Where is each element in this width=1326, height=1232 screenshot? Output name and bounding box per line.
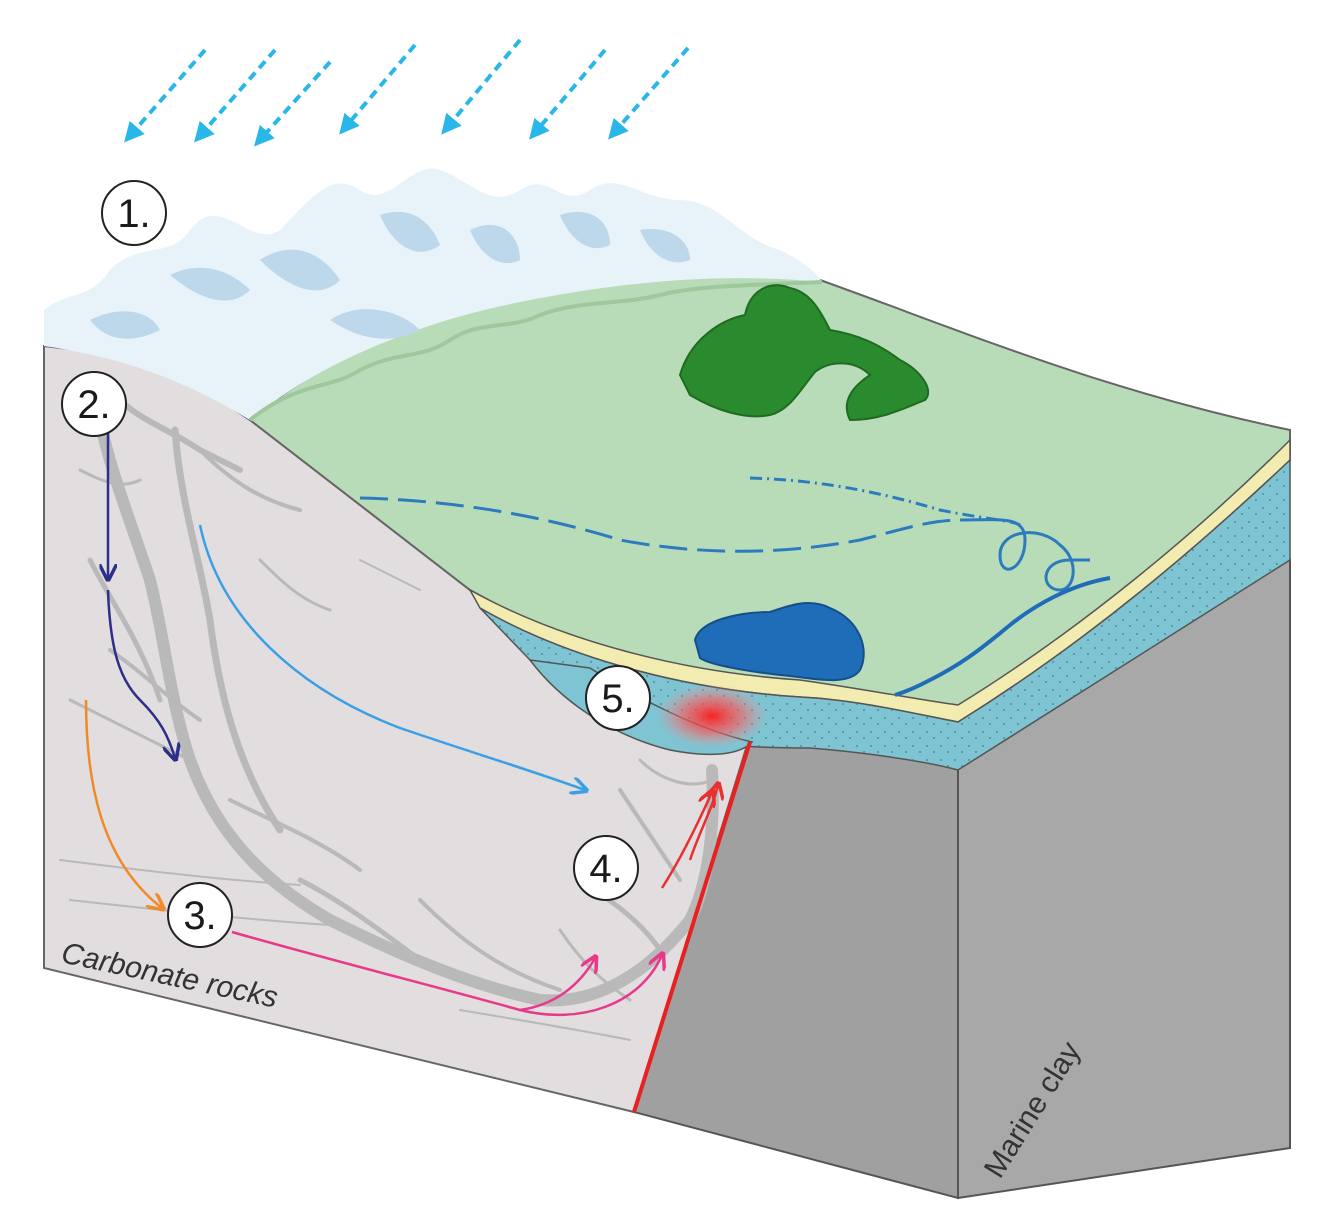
infiltration-arrow-b (106, 589, 175, 758)
river-main (894, 576, 1111, 697)
mixing-flow-arrow-a (231, 930, 595, 1012)
svg-text:1.: 1. (117, 192, 150, 236)
karst-conduits (59, 397, 719, 1041)
deep-flow-arrow (198, 524, 585, 790)
treeline-edge (248, 280, 823, 422)
thermal-flow-arrow (84, 699, 162, 908)
buried-stream-dashed (359, 496, 961, 553)
step-marker-5: 5. (585, 665, 651, 731)
lake (693, 602, 865, 682)
upflow-arrow-a (660, 792, 712, 889)
snow-mountains (44, 168, 822, 420)
step-marker-3: 3. (167, 882, 233, 948)
step-marker-1: 1. (101, 180, 167, 246)
upflow-arrow-b (688, 785, 718, 861)
step-marker-2: 2. (61, 371, 127, 437)
forest (678, 284, 930, 422)
river-meander (959, 518, 1090, 592)
mixing-flow-arrow-b (519, 955, 662, 1017)
fault-line (632, 741, 752, 1113)
svg-text:3.: 3. (183, 894, 216, 938)
thermal-anomaly (657, 684, 767, 748)
snow-shadows (90, 211, 690, 339)
precipitation-arrows (124, 38, 690, 147)
step-marker-4: 4. (573, 835, 639, 901)
svg-text:4.: 4. (589, 847, 622, 891)
svg-text:5.: 5. (601, 677, 634, 721)
svg-text:2.: 2. (77, 383, 110, 427)
